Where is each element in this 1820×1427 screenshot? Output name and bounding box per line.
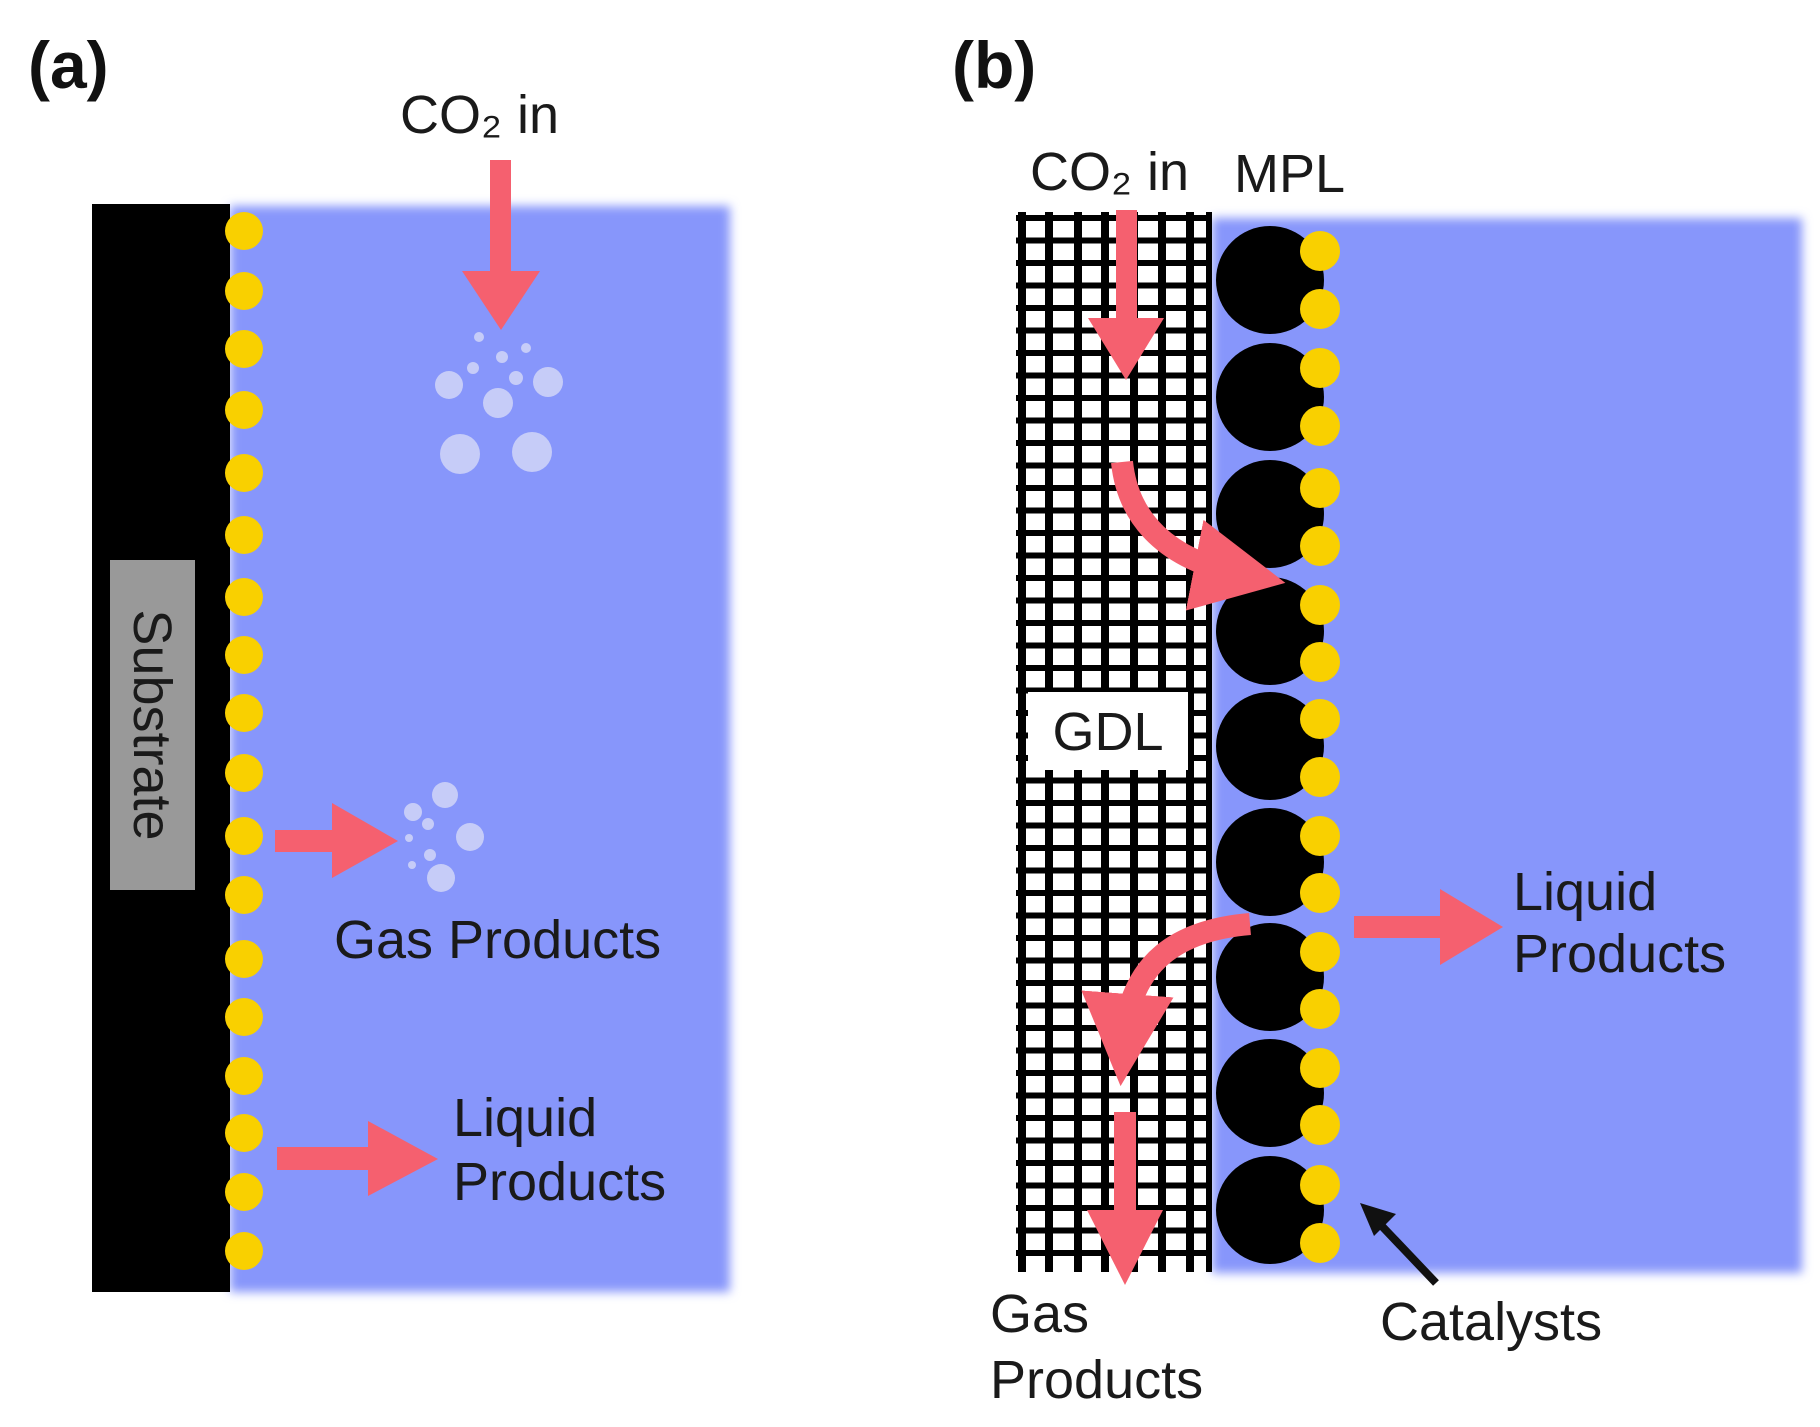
liquid-products-label-b-line2: Products <box>1513 924 1726 984</box>
liquid-product-arrow-a <box>277 1121 438 1196</box>
substrate-label-box <box>110 560 195 890</box>
gas-from-mpl-arrow <box>1081 913 1252 1087</box>
catalyst-particle <box>1300 468 1340 508</box>
liquid-products-label-a-line2: Products <box>453 1152 666 1212</box>
catalyst-particle <box>1300 1223 1340 1263</box>
mpl-label: MPL <box>1234 144 1345 204</box>
mpl-particle <box>1216 1039 1324 1147</box>
catalyst-particle <box>1300 873 1340 913</box>
catalyst-particle <box>225 754 263 792</box>
gdl-label: GDL <box>1052 702 1163 762</box>
catalyst-particle <box>1300 989 1340 1029</box>
catalyst-particle <box>1300 1048 1340 1088</box>
catalyst-particle <box>225 694 263 732</box>
liquid-products-label-a-line1: Liquid <box>453 1088 597 1148</box>
gas-product-arrow-a <box>275 803 398 878</box>
co2-in-label-b: CO₂ in <box>1030 142 1189 202</box>
catalyst-particle <box>1300 642 1340 682</box>
catalyst-particle <box>225 516 263 554</box>
catalysts-pointer-arrow <box>1360 1203 1439 1286</box>
catalyst-particle <box>1300 1165 1340 1205</box>
catalyst-particle <box>225 578 263 616</box>
substrate-label: Substrate <box>122 609 182 840</box>
gdl-label-box <box>1028 692 1188 770</box>
catalyst-particle <box>225 940 263 978</box>
catalyst-particle <box>225 391 263 429</box>
catalyst-particle <box>225 330 263 368</box>
mpl-particle <box>1216 226 1324 334</box>
catalyst-particle <box>1300 699 1340 739</box>
mpl-particle <box>1216 1156 1324 1264</box>
gas-out-arrow-b <box>1087 1112 1163 1285</box>
panel-b-label: (b) <box>952 28 1036 102</box>
catalyst-particle <box>1300 406 1340 446</box>
catalyst-particle <box>1300 348 1340 388</box>
gas-products-label-b-line1: Gas <box>990 1284 1089 1344</box>
co2-in-label-a: CO₂ in <box>400 85 559 145</box>
catalyst-particle <box>225 1114 263 1152</box>
catalyst-particle <box>225 876 263 914</box>
catalyst-particle <box>1300 757 1340 797</box>
catalyst-column-b <box>1300 231 1340 1263</box>
catalyst-particle <box>225 998 263 1036</box>
panel-b: (b) <box>952 28 1802 1410</box>
mpl-particle <box>1216 692 1324 800</box>
catalyst-particle <box>225 272 263 310</box>
liquid-product-arrow-b <box>1354 889 1503 965</box>
catalyst-particle <box>1300 932 1340 972</box>
gas-products-label-b-line2: Products <box>990 1350 1203 1410</box>
co2-to-mpl-arrow <box>1111 460 1286 611</box>
co2-in-arrow-b <box>1088 210 1164 380</box>
catalyst-particle <box>225 212 263 250</box>
catalyst-particle <box>1300 585 1340 625</box>
catalyst-particle <box>1300 526 1340 566</box>
liquid-products-label-b-line1: Liquid <box>1513 862 1657 922</box>
panel-a-label: (a) <box>28 28 109 102</box>
catalyst-particle <box>225 636 263 674</box>
catalyst-particle <box>225 817 263 855</box>
gas-bubbles <box>404 782 484 892</box>
co2-bubbles <box>435 332 563 474</box>
co2-in-arrow-a <box>462 160 540 330</box>
catalyst-particle <box>225 1173 263 1211</box>
gas-products-label-a: Gas Products <box>334 910 661 970</box>
mpl-particle <box>1216 343 1324 451</box>
electrolyte-a <box>230 206 730 1292</box>
mpl-particle <box>1216 923 1324 1031</box>
mpl-particle <box>1216 808 1324 916</box>
catalyst-particle <box>1300 231 1340 271</box>
catalyst-column-a <box>225 212 263 1270</box>
catalyst-particle <box>225 454 263 492</box>
catalyst-particle <box>1300 289 1340 329</box>
panel-a: (a) Substrate CO₂ in <box>28 28 730 1292</box>
catalyst-particle <box>225 1057 263 1095</box>
catalysts-label: Catalysts <box>1380 1292 1602 1352</box>
catalyst-particle <box>225 1232 263 1270</box>
catalyst-particle <box>1300 1105 1340 1145</box>
catalyst-particle <box>1300 816 1340 856</box>
